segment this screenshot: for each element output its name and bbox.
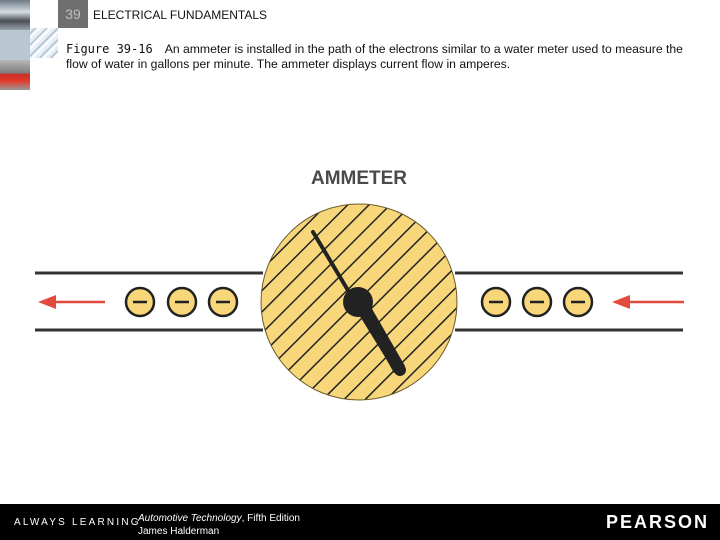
diagram-title: AMMETER (311, 168, 407, 189)
pearson-logo: PEARSON (606, 512, 709, 533)
footer-tagline: ALWAYS LEARNING (14, 517, 141, 528)
left-flow-arrow (38, 295, 105, 309)
electron (482, 288, 510, 316)
right-flow-arrow (612, 295, 684, 309)
electron (564, 288, 592, 316)
ammeter-diagram: AMMETER (0, 0, 720, 504)
book-title: Automotive Technology (138, 513, 242, 524)
electron (209, 288, 237, 316)
electron (168, 288, 196, 316)
book-info: Automotive Technology, Fifth Edition Jam… (138, 512, 300, 538)
footer-bar: ALWAYS LEARNING Automotive Technology, F… (0, 504, 720, 540)
book-author: James Halderman (138, 526, 219, 537)
electron (126, 288, 154, 316)
book-edition: , Fifth Edition (242, 513, 300, 524)
needle-pivot (343, 287, 373, 317)
electron (523, 288, 551, 316)
